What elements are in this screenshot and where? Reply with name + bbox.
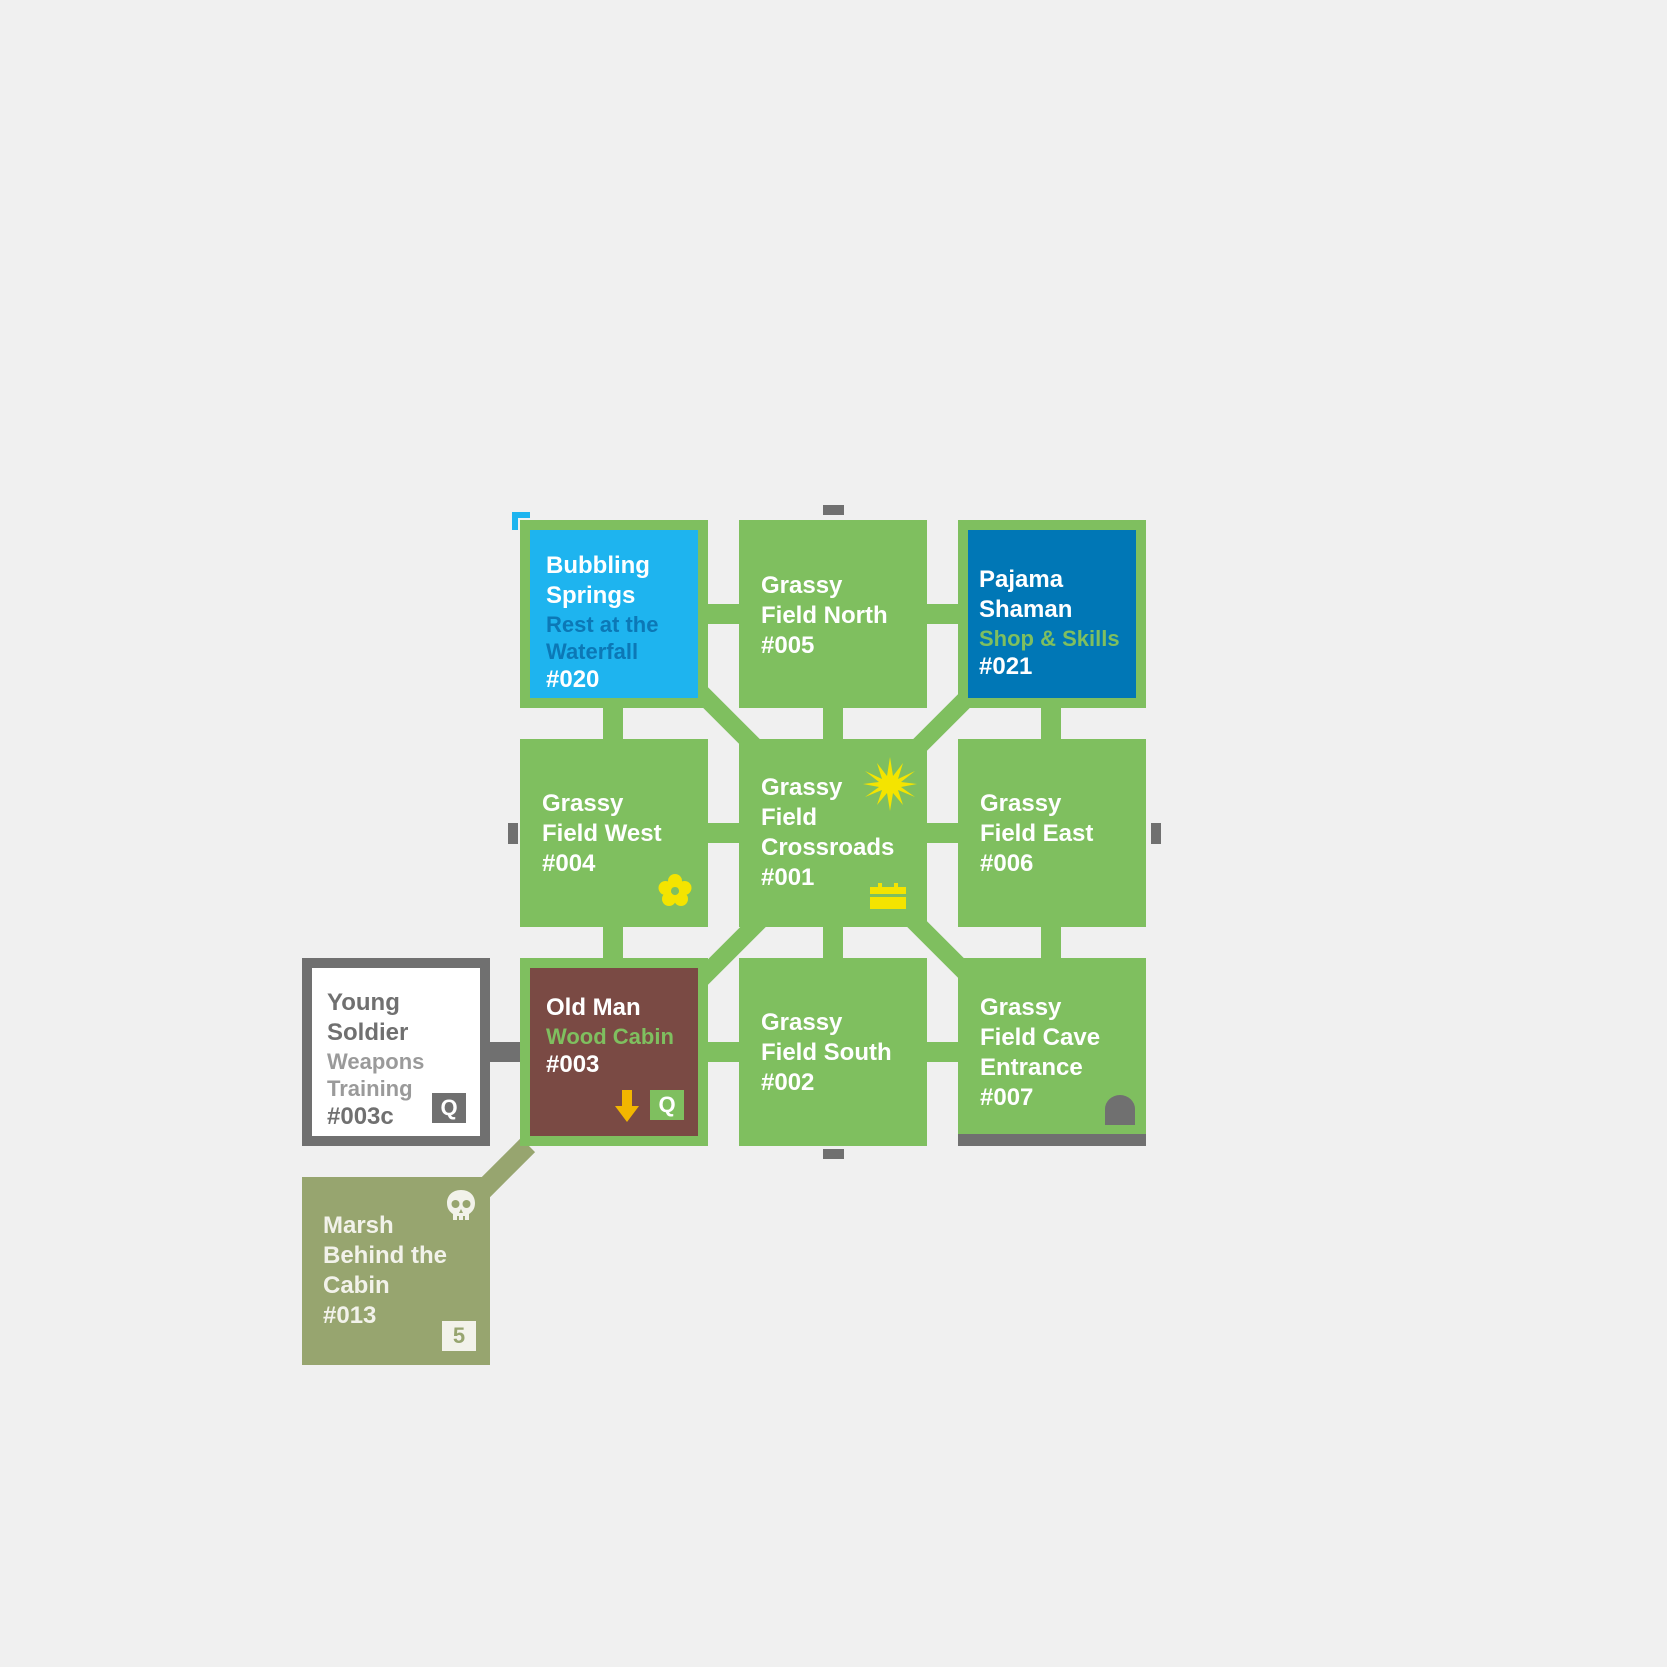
room-name: Young — [327, 989, 400, 1016]
room-name: Old Man — [546, 994, 641, 1021]
room-name: Grassy — [980, 994, 1062, 1021]
connector-crossroads-east — [925, 823, 961, 843]
quest-badge: Q — [432, 1093, 466, 1123]
connector-springs-north — [706, 604, 742, 624]
room-name: Field East — [980, 820, 1094, 847]
cave-door-icon — [1105, 1095, 1135, 1125]
room-name: Entrance — [980, 1054, 1083, 1081]
room-name: Field Cave — [980, 1024, 1101, 1051]
room-name: Springs — [546, 582, 636, 609]
connector-crossroads-cabin — [691, 913, 767, 989]
connector-north-shaman — [925, 604, 961, 624]
room-subtitle: Rest at the — [546, 612, 659, 637]
exit-south-marker — [823, 1149, 844, 1159]
room-id: #021 — [979, 653, 1033, 680]
room-id: #003c — [327, 1103, 394, 1130]
connector-crossroads-south — [823, 925, 843, 961]
room-id: #001 — [761, 864, 815, 891]
room-id: #005 — [761, 632, 815, 659]
room-name: Field — [761, 804, 818, 831]
quest-badge: Q — [650, 1090, 684, 1120]
connector-soldier-cabin — [488, 1042, 522, 1062]
room-id: #006 — [980, 850, 1034, 877]
room-name: Grassy — [761, 572, 843, 599]
level-badge: 5 — [442, 1321, 476, 1351]
room-subtitle: Shop & Skills — [979, 626, 1120, 651]
room-name: Crossroads — [761, 834, 895, 861]
room-name: Grassy — [542, 790, 624, 817]
room-subtitle: Wood Cabin — [546, 1024, 674, 1049]
room-name: Field North — [761, 602, 888, 629]
room-grassy-field-south[interactable]: Grassy Field South #002 — [739, 958, 927, 1146]
room-id: #020 — [546, 666, 600, 693]
room-name: Marsh — [323, 1212, 394, 1239]
room-id: #004 — [542, 850, 596, 877]
room-id: #013 — [323, 1302, 377, 1329]
room-name: Behind the — [323, 1242, 447, 1269]
room-subtitle: Training — [327, 1076, 413, 1101]
room-grassy-field-east[interactable]: Grassy Field East #006 — [958, 739, 1146, 927]
corner-marker-icon — [512, 512, 530, 530]
room-bubbling-springs[interactable]: Bubbling Springs Rest at the Waterfall #… — [520, 520, 708, 708]
skull-icon — [447, 1190, 475, 1220]
room-name: Pajama — [979, 566, 1064, 593]
room-name: Field South — [761, 1039, 892, 1066]
room-subtitle: Weapons — [327, 1049, 425, 1074]
flower-icon — [658, 874, 692, 906]
chest-icon — [870, 883, 906, 909]
room-grassy-field-west[interactable]: Grassy Field West #004 — [520, 739, 708, 927]
room-name: Grassy — [761, 774, 843, 801]
room-subtitle: Waterfall — [546, 639, 639, 664]
room-marsh-behind-the-cabin[interactable]: Marsh Behind the Cabin #013 5 — [302, 1177, 490, 1365]
room-name: Shaman — [979, 596, 1073, 623]
room-name: Bubbling — [546, 552, 650, 579]
room-name: Soldier — [327, 1019, 409, 1046]
room-name: Grassy — [980, 790, 1062, 817]
room-grassy-field-cave-entrance[interactable]: Grassy Field Cave Entrance #007 — [958, 958, 1146, 1146]
room-young-soldier[interactable]: Young Soldier Weapons Training #003c Q — [302, 958, 490, 1146]
room-pajama-shaman[interactable]: Pajama Shaman Shop & Skills #021 — [958, 520, 1146, 708]
room-id: #002 — [761, 1069, 815, 1096]
room-name: Cabin — [323, 1272, 390, 1299]
room-name: Grassy — [761, 1009, 843, 1036]
room-id: #003 — [546, 1051, 600, 1078]
connector-east-cave — [1041, 925, 1061, 961]
connector-west-crossroads — [706, 823, 742, 843]
connector-shaman-east — [1041, 706, 1061, 742]
star-icon — [863, 757, 917, 811]
connector-south-cave — [925, 1042, 961, 1062]
connector-west-cabin — [603, 925, 623, 961]
connector-springs-west — [603, 706, 623, 742]
connector-north-crossroads — [823, 706, 843, 742]
down-arrow-icon — [615, 1090, 639, 1122]
exit-north-marker — [823, 505, 844, 515]
connector-cabin-south — [706, 1042, 742, 1062]
room-id: #007 — [980, 1084, 1034, 1111]
room-old-man-wood-cabin[interactable]: Old Man Wood Cabin #003 Q — [520, 958, 708, 1146]
exit-west-marker — [508, 823, 518, 844]
room-grassy-field-crossroads[interactable]: Grassy Field Crossroads #001 — [739, 739, 927, 927]
room-name: Field West — [542, 820, 662, 847]
room-grassy-field-north[interactable]: Grassy Field North #005 — [739, 520, 927, 708]
exit-east-marker — [1151, 823, 1161, 844]
